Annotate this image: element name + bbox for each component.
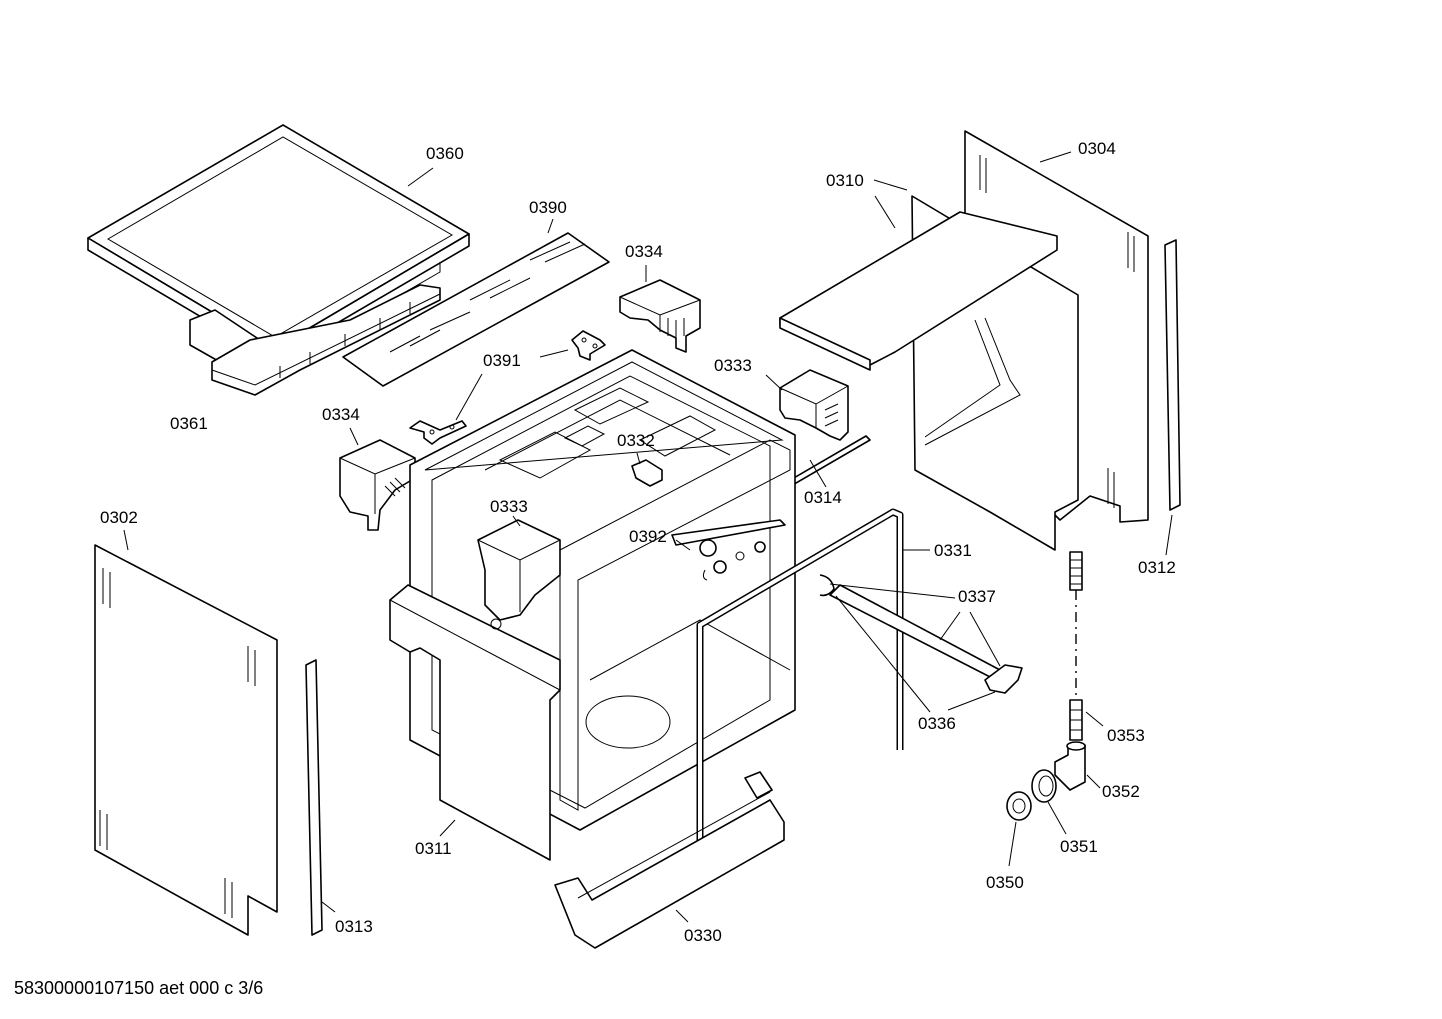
callout-0361: 0361 bbox=[170, 414, 208, 433]
callout-0304: 0304 bbox=[1078, 139, 1116, 158]
part-0352-elbow[interactable] bbox=[1054, 741, 1086, 791]
part-0361-underside-bracket[interactable] bbox=[189, 284, 441, 396]
callout-0331: 0331 bbox=[934, 541, 972, 560]
part-0333-center-clip[interactable] bbox=[477, 519, 561, 630]
part-0312-side-strip[interactable] bbox=[1164, 239, 1181, 511]
document-code: 58300000107150 aet 000 c 3/6 bbox=[14, 978, 264, 998]
part-0353-drain-hose[interactable] bbox=[1069, 551, 1083, 741]
part-0351-nut[interactable] bbox=[1031, 769, 1057, 803]
part-0331-door-gasket[interactable] bbox=[696, 508, 904, 860]
callout-0353: 0353 bbox=[1107, 726, 1145, 745]
part-0330-plinth[interactable] bbox=[554, 771, 785, 949]
callout-0312: 0312 bbox=[1138, 558, 1176, 577]
callout-0360: 0360 bbox=[426, 144, 464, 163]
callout-0302: 0302 bbox=[100, 508, 138, 527]
part-0310-base-plate[interactable] bbox=[779, 211, 1058, 371]
callout-0390: 0390 bbox=[529, 198, 567, 217]
part-0350-cap[interactable] bbox=[1006, 791, 1032, 821]
callout-0391: 0391 bbox=[483, 351, 521, 370]
callout-0330: 0330 bbox=[684, 926, 722, 945]
part-0332-clip[interactable] bbox=[631, 459, 663, 487]
part-0391-hinge-bracket-top[interactable] bbox=[571, 330, 606, 361]
callout-labels: 0360 0390 0334 0391 0361 0334 0333 0332 … bbox=[100, 139, 1176, 945]
part-0334-top-clip[interactable] bbox=[619, 279, 701, 353]
callout-0337: 0337 bbox=[958, 587, 996, 606]
callout-0336: 0336 bbox=[918, 714, 956, 733]
part-door-seal[interactable] bbox=[559, 439, 791, 811]
callout-0313: 0313 bbox=[335, 917, 373, 936]
callout-0334-left: 0334 bbox=[322, 405, 360, 424]
callout-0314: 0314 bbox=[804, 488, 842, 507]
part-0311-front-base-panel[interactable] bbox=[389, 584, 561, 861]
callout-0334-top: 0334 bbox=[625, 242, 663, 261]
callout-0392: 0392 bbox=[629, 527, 667, 546]
callout-0352: 0352 bbox=[1102, 782, 1140, 801]
callout-0310: 0310 bbox=[826, 171, 864, 190]
callout-0311: 0311 bbox=[415, 839, 452, 858]
part-0334-side-clip[interactable] bbox=[339, 439, 416, 531]
callout-0350: 0350 bbox=[986, 873, 1024, 892]
part-0390-insulation-foil[interactable] bbox=[342, 232, 610, 387]
part-0333-right-clip[interactable] bbox=[779, 369, 849, 441]
callout-0333-center: 0333 bbox=[490, 497, 528, 516]
part-0336-clip[interactable] bbox=[819, 574, 835, 597]
part-0337-guide-rail[interactable] bbox=[829, 584, 1023, 694]
callout-0351: 0351 bbox=[1060, 837, 1098, 856]
callout-0333-right: 0333 bbox=[714, 356, 752, 375]
part-0313-side-strip[interactable] bbox=[305, 659, 323, 936]
part-0302-left-side-panel[interactable] bbox=[94, 544, 278, 936]
callout-0332: 0332 bbox=[617, 431, 655, 450]
part-0391-hinge-bracket-left[interactable] bbox=[409, 420, 467, 445]
part-0392-spray-arm-bracket[interactable] bbox=[671, 519, 786, 581]
leader-lines bbox=[123, 151, 1173, 923]
